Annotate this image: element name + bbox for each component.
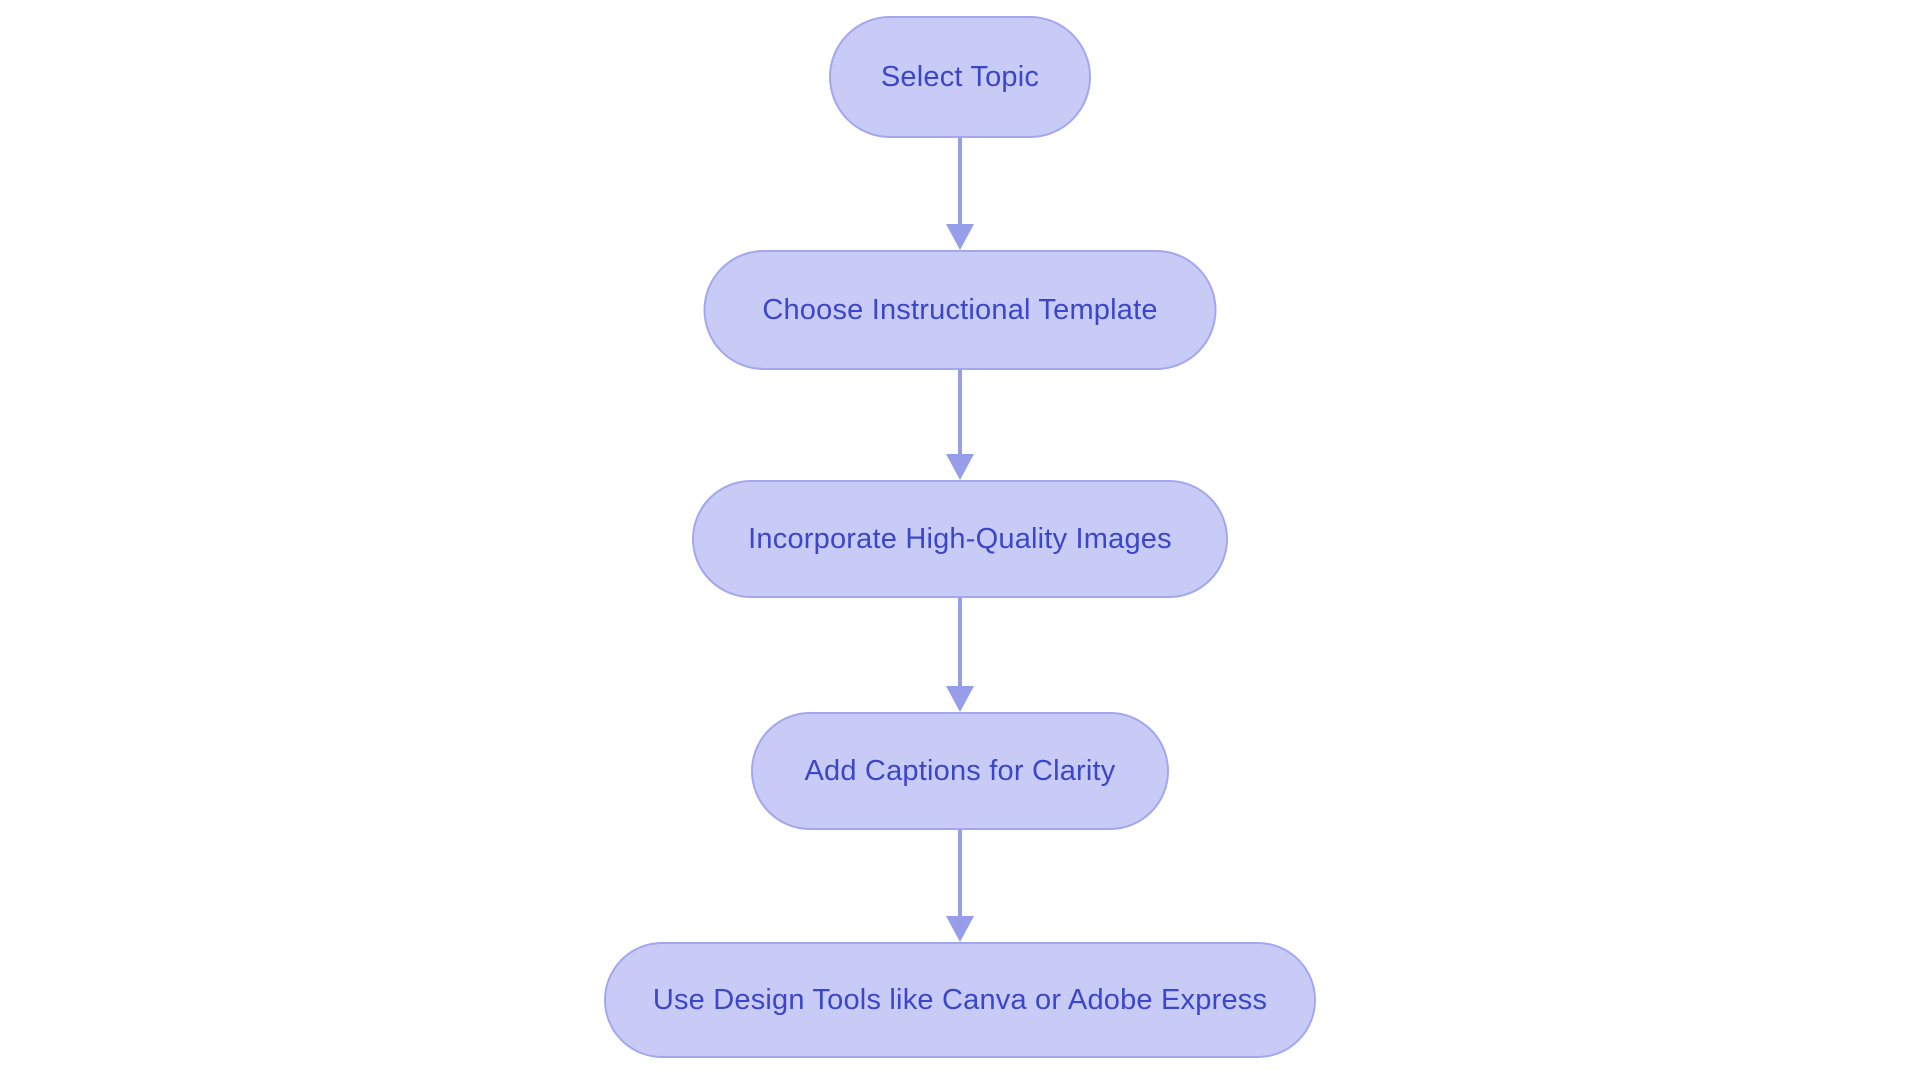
node-label-add-captions-for-clarity: Add Captions for Clarity (804, 754, 1116, 787)
node-label-use-design-tools: Use Design Tools like Canva or Adobe Exp… (652, 983, 1268, 1016)
flowchart-node-incorporate-high-quality-images: Incorporate High-Quality Images (692, 480, 1228, 598)
flowchart-node-use-design-tools: Use Design Tools like Canva or Adobe Exp… (604, 942, 1316, 1058)
flowchart-arrow-2 (946, 370, 974, 480)
flowchart-node-choose-instructional-template: Choose Instructional Template (703, 250, 1217, 370)
flowchart-arrow-4 (946, 830, 974, 942)
arrow-stem (958, 370, 962, 458)
arrow-stem (958, 138, 962, 228)
arrow-head-icon (946, 224, 974, 250)
flowchart-arrow-1 (946, 138, 974, 250)
node-label-choose-instructional-template: Choose Instructional Template (762, 293, 1158, 326)
flowchart-node-select-topic: Select Topic (829, 16, 1091, 138)
flowchart-node-add-captions-for-clarity: Add Captions for Clarity (751, 712, 1169, 830)
arrow-head-icon (946, 916, 974, 942)
node-label-incorporate-high-quality-images: Incorporate High-Quality Images (748, 522, 1172, 555)
flowchart-arrow-3 (946, 598, 974, 712)
arrow-head-icon (946, 686, 974, 712)
arrow-stem (958, 830, 962, 920)
arrow-head-icon (946, 454, 974, 480)
arrow-stem (958, 598, 962, 690)
node-label-select-topic: Select Topic (880, 60, 1040, 93)
